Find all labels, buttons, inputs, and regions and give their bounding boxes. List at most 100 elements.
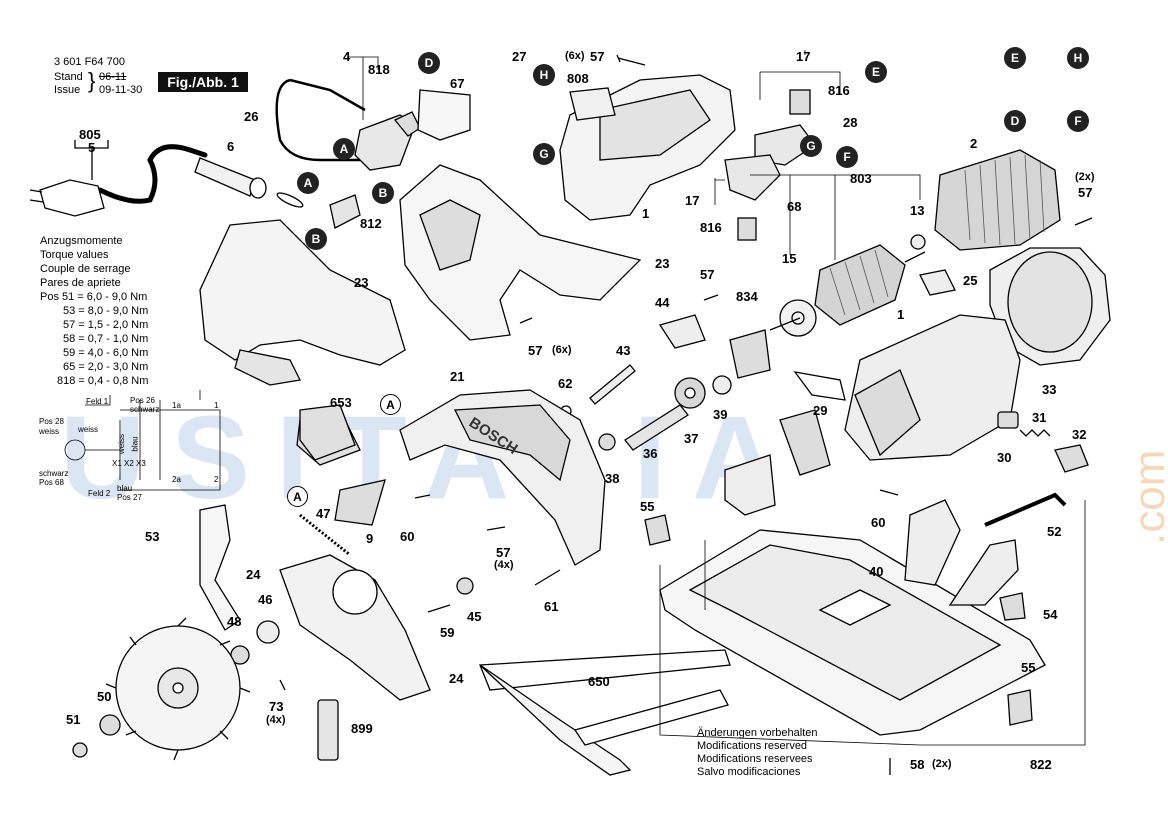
note-line: Salvo modificaciones [697, 766, 801, 778]
stand-value: 06-11 [99, 71, 127, 83]
wiring-pos26: Pos 26 [130, 396, 155, 405]
part-label: (2x) [932, 758, 952, 770]
part-label: 1 [642, 206, 650, 221]
part-label: 57 [700, 267, 715, 282]
part-label: 818 [368, 62, 390, 77]
part-label: 6 [227, 139, 235, 154]
issue-value: 09-11-30 [99, 84, 143, 96]
part-label: 650 [588, 674, 610, 689]
part-label: 33 [1042, 382, 1057, 397]
power-plug [39, 179, 105, 217]
part-label: 52 [1047, 524, 1062, 539]
brush-holder-lower [724, 154, 781, 201]
spindle-36 [624, 404, 689, 451]
callout-A: A [380, 394, 401, 415]
switch [354, 114, 416, 171]
plug-pins [29, 189, 44, 203]
callout-G: G [533, 143, 555, 165]
wiring-pos28: Pos 28 [39, 417, 64, 426]
part-label: 4 [343, 49, 351, 64]
wiring-feld1: Feld 1 [86, 397, 109, 406]
cord-clamp [329, 194, 361, 229]
part-label: 36 [643, 446, 658, 461]
part-label: 43 [616, 343, 631, 358]
part-label: 57 [1078, 185, 1093, 200]
electronic-module [417, 89, 471, 141]
callout-A: A [333, 138, 355, 160]
wiring-x2: X2 [124, 459, 134, 468]
part-label: 23 [655, 256, 670, 271]
callout-H: H [1067, 47, 1089, 69]
callout-E: E [865, 61, 887, 83]
part-label: 9 [366, 531, 374, 546]
wiring-1: 1 [214, 401, 219, 410]
wiring-feld2: Feld 2 [88, 489, 111, 498]
part-label: 15 [782, 251, 797, 266]
part-label: 21 [450, 369, 465, 384]
callout-F: F [1067, 110, 1089, 132]
part-label: 31 [1032, 410, 1047, 425]
part-label: 834 [736, 289, 758, 304]
part-label: 40 [869, 564, 884, 579]
part-label: 805 [79, 127, 101, 142]
part-label: 5 [88, 140, 96, 155]
torque-line: 65 = 2,0 - 3,0 Nm [63, 361, 149, 373]
wiring-schwarz1: schwarz [39, 469, 69, 478]
part-label: 61 [544, 599, 559, 614]
part-label: 57 [528, 343, 543, 358]
part-label: 45 [467, 609, 482, 624]
part-label: 2 [970, 136, 978, 151]
stand-label: Stand [54, 71, 83, 83]
part-label: 67 [450, 76, 465, 91]
wiring-pos68: Pos 68 [39, 478, 64, 487]
torque-line: Anzugsmomente [40, 235, 123, 247]
wiring-blau1: blau [117, 484, 133, 493]
part-label: 58 [910, 757, 925, 772]
wiring-pos27: Pos 27 [117, 493, 142, 502]
torque-line: Couple de serrage [40, 263, 131, 275]
part-label: 899 [351, 721, 373, 736]
part-label: 29 [813, 403, 828, 418]
callout-B: B [305, 228, 327, 250]
part-label: 39 [713, 407, 728, 422]
part-label: 55 [640, 499, 655, 514]
part-label: 24 [449, 671, 464, 686]
part-label: 25 [963, 273, 978, 288]
part-label: 46 [258, 592, 273, 607]
wiring-2: 2 [214, 475, 219, 484]
callout-H: H [533, 64, 555, 86]
part-label: 822 [1030, 757, 1052, 772]
wiring-blau2: blau [130, 436, 140, 452]
wiring-schematic [64, 390, 221, 491]
callout-E: E [1004, 47, 1026, 69]
part-label: 24 [246, 567, 261, 582]
wire-loop [275, 78, 366, 162]
figure-label: Fig./Abb. 1 [158, 72, 248, 92]
part-label: (4x) [266, 714, 286, 726]
part-label: 60 [871, 515, 886, 530]
part-label: 51 [66, 712, 81, 727]
torque-line: 59 = 4,0 - 6,0 Nm [63, 347, 149, 359]
part-label: 53 [145, 529, 160, 544]
note-line: Modifications reservees [697, 753, 813, 765]
part-label: 17 [796, 49, 811, 64]
part-label: 68 [787, 199, 802, 214]
part-label: 57 [590, 49, 605, 64]
part-label: 54 [1043, 607, 1058, 622]
part-label: 808 [567, 71, 589, 86]
part-label: 27 [512, 49, 527, 64]
torque-line: 53 = 8,0 - 9,0 Nm [63, 305, 149, 317]
part-label: 812 [360, 216, 382, 231]
part-label: 816 [700, 220, 722, 235]
callout-D: D [418, 52, 440, 74]
part-label: 32 [1072, 427, 1087, 442]
part-label: 47 [316, 506, 331, 521]
callout-G: G [800, 135, 822, 157]
part-label: 38 [605, 471, 620, 486]
part-label: 17 [685, 193, 700, 208]
wiring-weiss2: weiss [78, 425, 99, 434]
brace: } [88, 68, 96, 93]
armature [814, 244, 906, 326]
